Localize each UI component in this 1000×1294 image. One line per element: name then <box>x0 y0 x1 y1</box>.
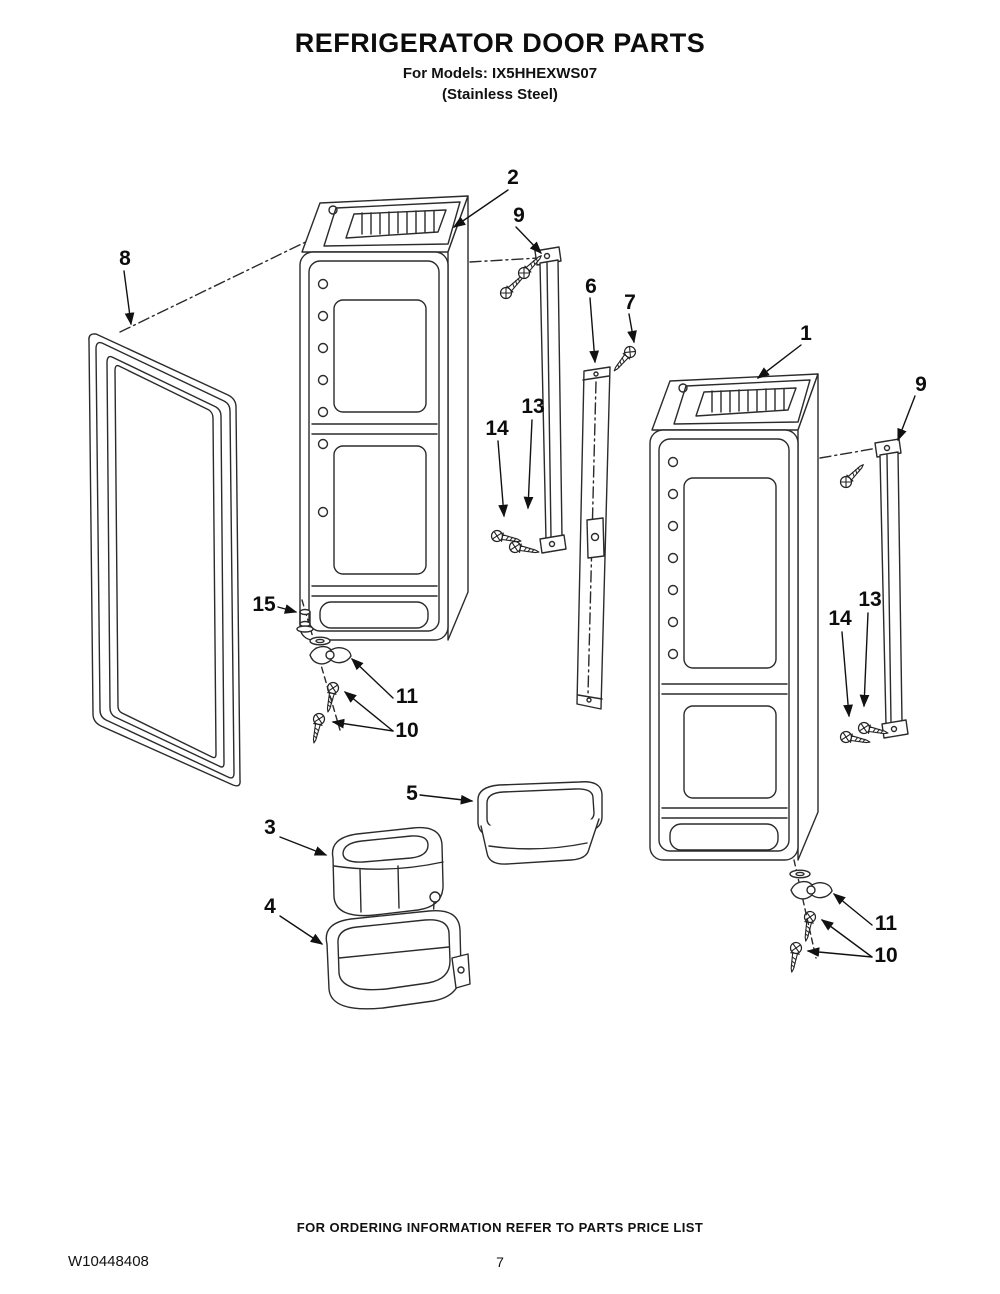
screw-icon <box>837 460 868 491</box>
screw-icon <box>609 343 639 376</box>
page-number: 7 <box>496 1254 504 1270</box>
left-hinge-hardware-drawing <box>296 599 352 731</box>
door-bin-medium-drawing <box>331 826 444 957</box>
door-trim-left-drawing <box>534 246 567 554</box>
document-number: W10448408 <box>68 1253 149 1270</box>
right-hinge-hardware-drawing <box>789 859 833 959</box>
fridge-door-right-drawing <box>649 373 819 861</box>
screw-icon <box>799 909 818 943</box>
alignment-lines <box>119 235 879 459</box>
screw-icon <box>785 940 804 974</box>
leader-arrows <box>123 189 916 958</box>
finish-line: (Stainless Steel) <box>442 86 558 103</box>
door-bin-small-drawing <box>477 781 603 865</box>
door-gasket-drawing <box>88 333 241 787</box>
screw-icon <box>307 711 327 745</box>
page-title: REFRIGERATOR DOOR PARTS <box>294 28 706 58</box>
door-trim-right-drawing <box>874 438 909 739</box>
mullion-rail-drawing <box>576 366 611 710</box>
models-line: For Models: IX5HHEXWS07 <box>402 65 598 82</box>
page-header: REFRIGERATOR DOOR PARTS For Models: IX5H… <box>0 0 1000 103</box>
ordering-note: FOR ORDERING INFORMATION REFER TO PARTS … <box>296 1220 704 1235</box>
screw-icon <box>507 539 541 559</box>
fridge-door-left-drawing <box>299 195 469 641</box>
door-bin-large-drawing <box>325 909 471 1010</box>
